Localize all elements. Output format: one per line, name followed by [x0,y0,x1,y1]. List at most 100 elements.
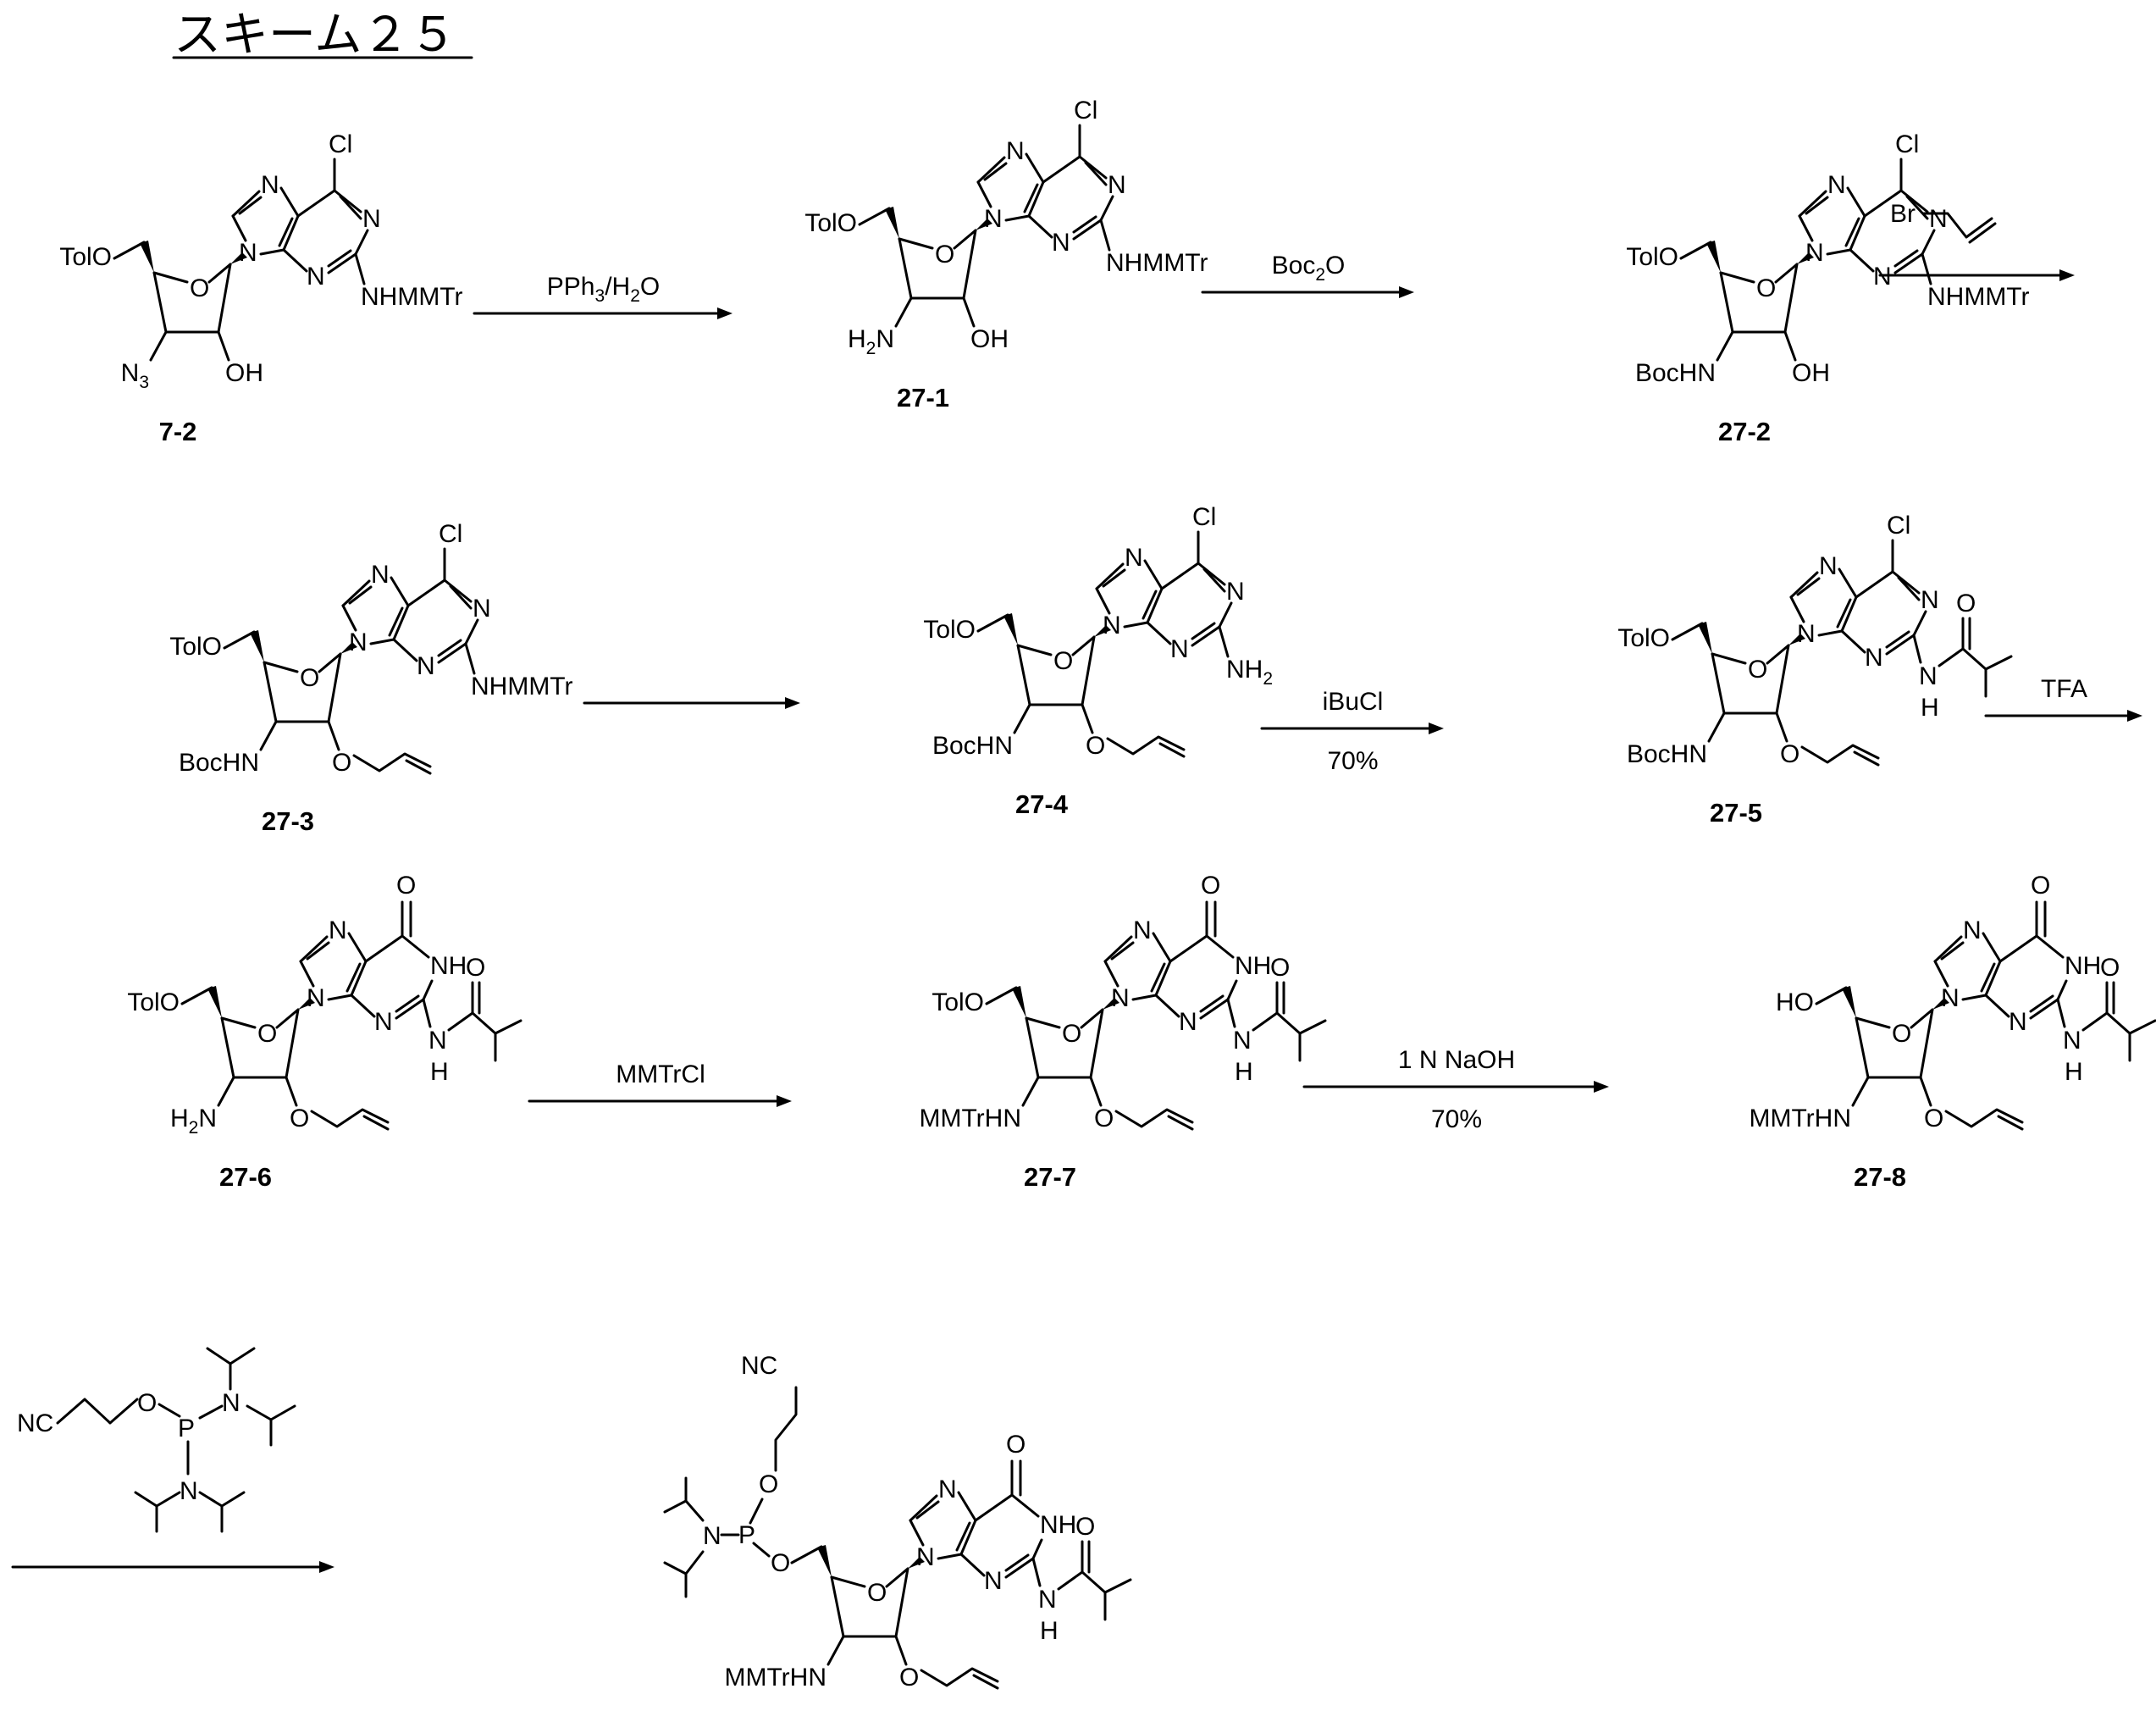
bond-c2-n2 [1228,999,1235,1027]
compound-7-2: OTolON3OHNNNNClNHMMTr7-2 [59,130,462,446]
reagent-o-label: O [137,1389,157,1417]
scheme-title: スキーム２５ [174,8,472,61]
bond-c6-n1-double [1204,569,1224,591]
isobutyryl-a [473,1013,521,1033]
ring-oxygen-label: O [257,1020,277,1048]
bond-c5-c6 [298,191,334,216]
bond-n1-c2 [1922,230,1934,254]
compound-id-27-2: 27-2 [1718,417,1771,446]
wedge-c4-c5 [885,207,899,239]
bond-c4-o4 [832,1577,865,1586]
wedge-c4-c5 [1706,241,1721,273]
n1h-label: NH [1235,952,1271,980]
compound-27-5: OTolOBocHNONNNNClNHO27-5 [1617,512,2011,828]
bond-n7-c5 [1145,561,1162,589]
compound-id-27-8: 27-8 [1854,1162,1906,1192]
bond-c2-o2 [1091,1077,1101,1105]
bond-c3-n3 [828,1636,843,1664]
n3-label: N [1865,644,1883,672]
n9-label: N [239,239,257,267]
bond-c5-o5 [1816,988,1846,1004]
bond-c2-n2 [356,254,364,284]
bond-c4-o4 [1721,273,1754,282]
bond-c3-c4 [1018,645,1030,705]
bond-c3-n3 [151,332,166,360]
n2-substituent-label: NHMMTr [361,283,463,311]
c3-amine-label: H2N [170,1105,217,1138]
c3-substituent-label: BocHN [932,732,1013,760]
reagent-p-label: P [178,1415,195,1442]
c2-oxygen-label: O [332,749,351,777]
bond-n9-c8 [1791,597,1804,622]
bond-n7-c5 [281,188,298,216]
ipr-a1 [665,1501,703,1520]
n9-label: N [916,1543,935,1571]
reagent-above-label: MMTrCl [616,1060,705,1088]
bond-c3-c4 [1026,1018,1038,1077]
n1-label: N [362,205,381,233]
amide-o-label: O [2100,954,2120,982]
o5-substituent-label: TolO [169,633,222,661]
reagent-above-label: 1 N NaOH [1398,1046,1515,1074]
c3-substituent-label: BocHN [179,749,259,777]
bond-c8-n7 [1799,191,1826,216]
bond-c5-c6 [1170,936,1207,961]
c2-hydroxyl-label: OH [970,325,1009,353]
n7-label: N [1827,171,1846,199]
bond-n9-c8 [978,182,991,207]
bond-c2-n2 [2058,999,2065,1027]
compounds: OTolON3OHNNNNClNHMMTr7-2OTolOH2NOHNNNNCl… [59,97,2155,1722]
bond-c5-o5 [978,615,1008,631]
n3-label: N [1170,635,1189,663]
bond-c6-n1-double [451,586,471,608]
arrow-head [785,697,800,709]
amide-carbonyl [449,983,473,1030]
ring-oxygen-label: O [867,1579,887,1607]
n7-label: N [1006,137,1025,165]
bond-c3-c4 [264,662,276,722]
bond-c5-o5 [1672,623,1702,640]
n2-substituent-label: NHMMTr [1106,249,1208,277]
n9-label: N [984,205,1003,233]
c6-chloro-label: Cl [1074,97,1097,125]
c3-substituent-label: MMTrHN [724,1664,826,1692]
arrow-9 [13,1561,334,1573]
n2-amide-h-label: H [430,1058,449,1086]
arrow-3 [1880,269,2075,281]
n7-label: N [329,916,347,944]
arrow-head [1399,286,1414,298]
n2-amide-n-label: N [428,1027,447,1055]
reagent-p-n1-bond [200,1406,222,1418]
bond-c6-n1-double [1086,163,1106,185]
wedge-c4-c5 [250,630,264,662]
o6-label: O [1201,872,1220,900]
bond-c8-n7 [978,158,1004,182]
bond-c4-n3 [1842,631,1865,652]
c2-oxygen-label: O [290,1105,309,1132]
compound-id-27-5: 27-5 [1710,798,1762,828]
amide-o-label: O [466,954,485,982]
bond-c3-c4 [154,273,166,332]
c6-chloro-label: Cl [1887,512,1910,540]
n2-substituent-label: NHMMTr [471,673,573,700]
bond-n1-c2 [1914,612,1926,635]
reagent-ipr2-a [247,1406,271,1445]
n9-label: N [1941,984,1960,1012]
bond-c3-n3 [1014,705,1030,733]
bond-c8-n7 [1935,937,1961,961]
n7-label: N [1125,544,1143,572]
bond-c4-o4 [1026,1018,1059,1027]
o5-substituent-label: TolO [1626,243,1678,271]
bond-c8-n7 [1105,937,1131,961]
bond-c1-c2 [1921,1010,1932,1077]
arrow-head [717,307,732,319]
n2-amine-label: NH2 [1226,656,1273,689]
reagent-ipr4-a [200,1492,244,1506]
bond-c1-c2 [1785,264,1797,332]
bond-c4-n9 [1125,623,1147,627]
c3-substituent-label: BocHN [1635,359,1716,387]
c6-chloro-label: Cl [329,130,352,158]
o6-label: O [396,872,416,900]
n7-label: N [371,561,390,589]
